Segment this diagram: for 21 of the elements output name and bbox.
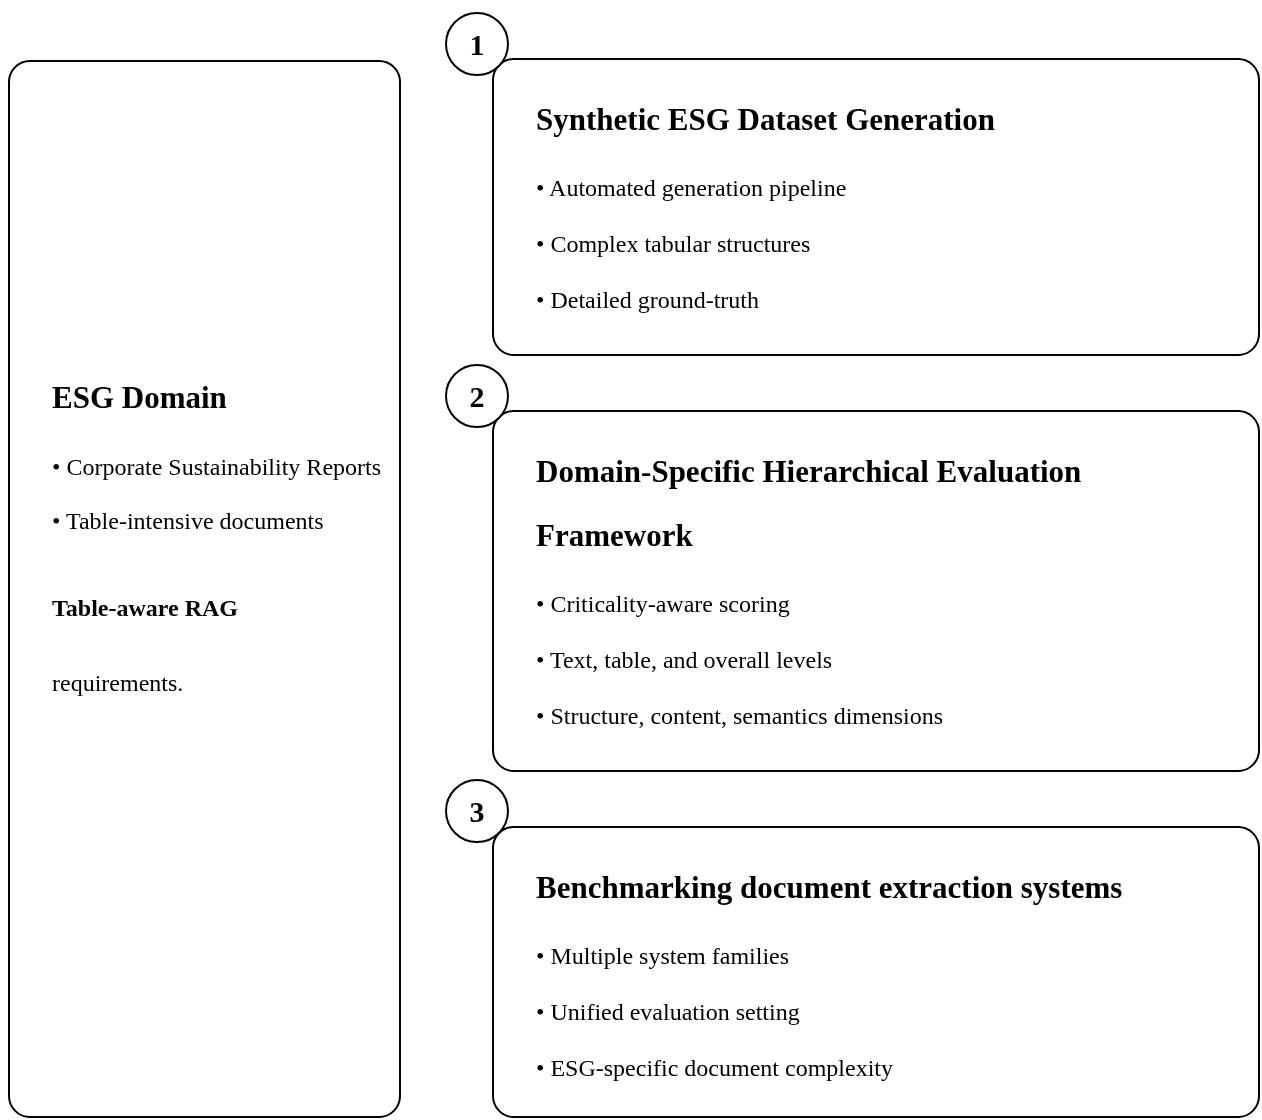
bullet-item: • Unified evaluation setting xyxy=(536,998,801,1027)
bullet-item: • Detailed ground-truth xyxy=(536,286,760,315)
panel-box xyxy=(8,60,401,1118)
content-box xyxy=(492,826,1260,1118)
heading: Synthetic ESG Dataset Generation xyxy=(536,101,996,139)
heading: ESG Domain xyxy=(52,379,228,417)
heading: Benchmarking document extraction systems xyxy=(536,869,1124,907)
content-box xyxy=(492,410,1260,772)
bullet-item: • Criticality-aware scoring xyxy=(536,590,791,619)
bullet-item: • Structure, content, semantics dimensions xyxy=(536,702,944,731)
bullet-item: • Table-intensive documents xyxy=(52,507,325,536)
bullet-item: • Automated generation pipeline xyxy=(536,174,848,203)
bullet-item: • Corporate Sustainability Reports xyxy=(52,453,383,482)
bullet-item: • Complex tabular structures xyxy=(536,230,812,259)
heading: Domain-Specific Hierarchical Evaluation Framework xyxy=(536,453,1083,555)
body-text: requirements. xyxy=(52,669,185,698)
heading: Table-aware RAG xyxy=(52,594,239,623)
bullet-item: • Text, table, and overall levels xyxy=(536,646,834,675)
content-box xyxy=(492,58,1260,356)
bullet-item: • ESG-specific document complexity xyxy=(536,1054,894,1083)
bullet-item: • Multiple system families xyxy=(536,942,791,971)
